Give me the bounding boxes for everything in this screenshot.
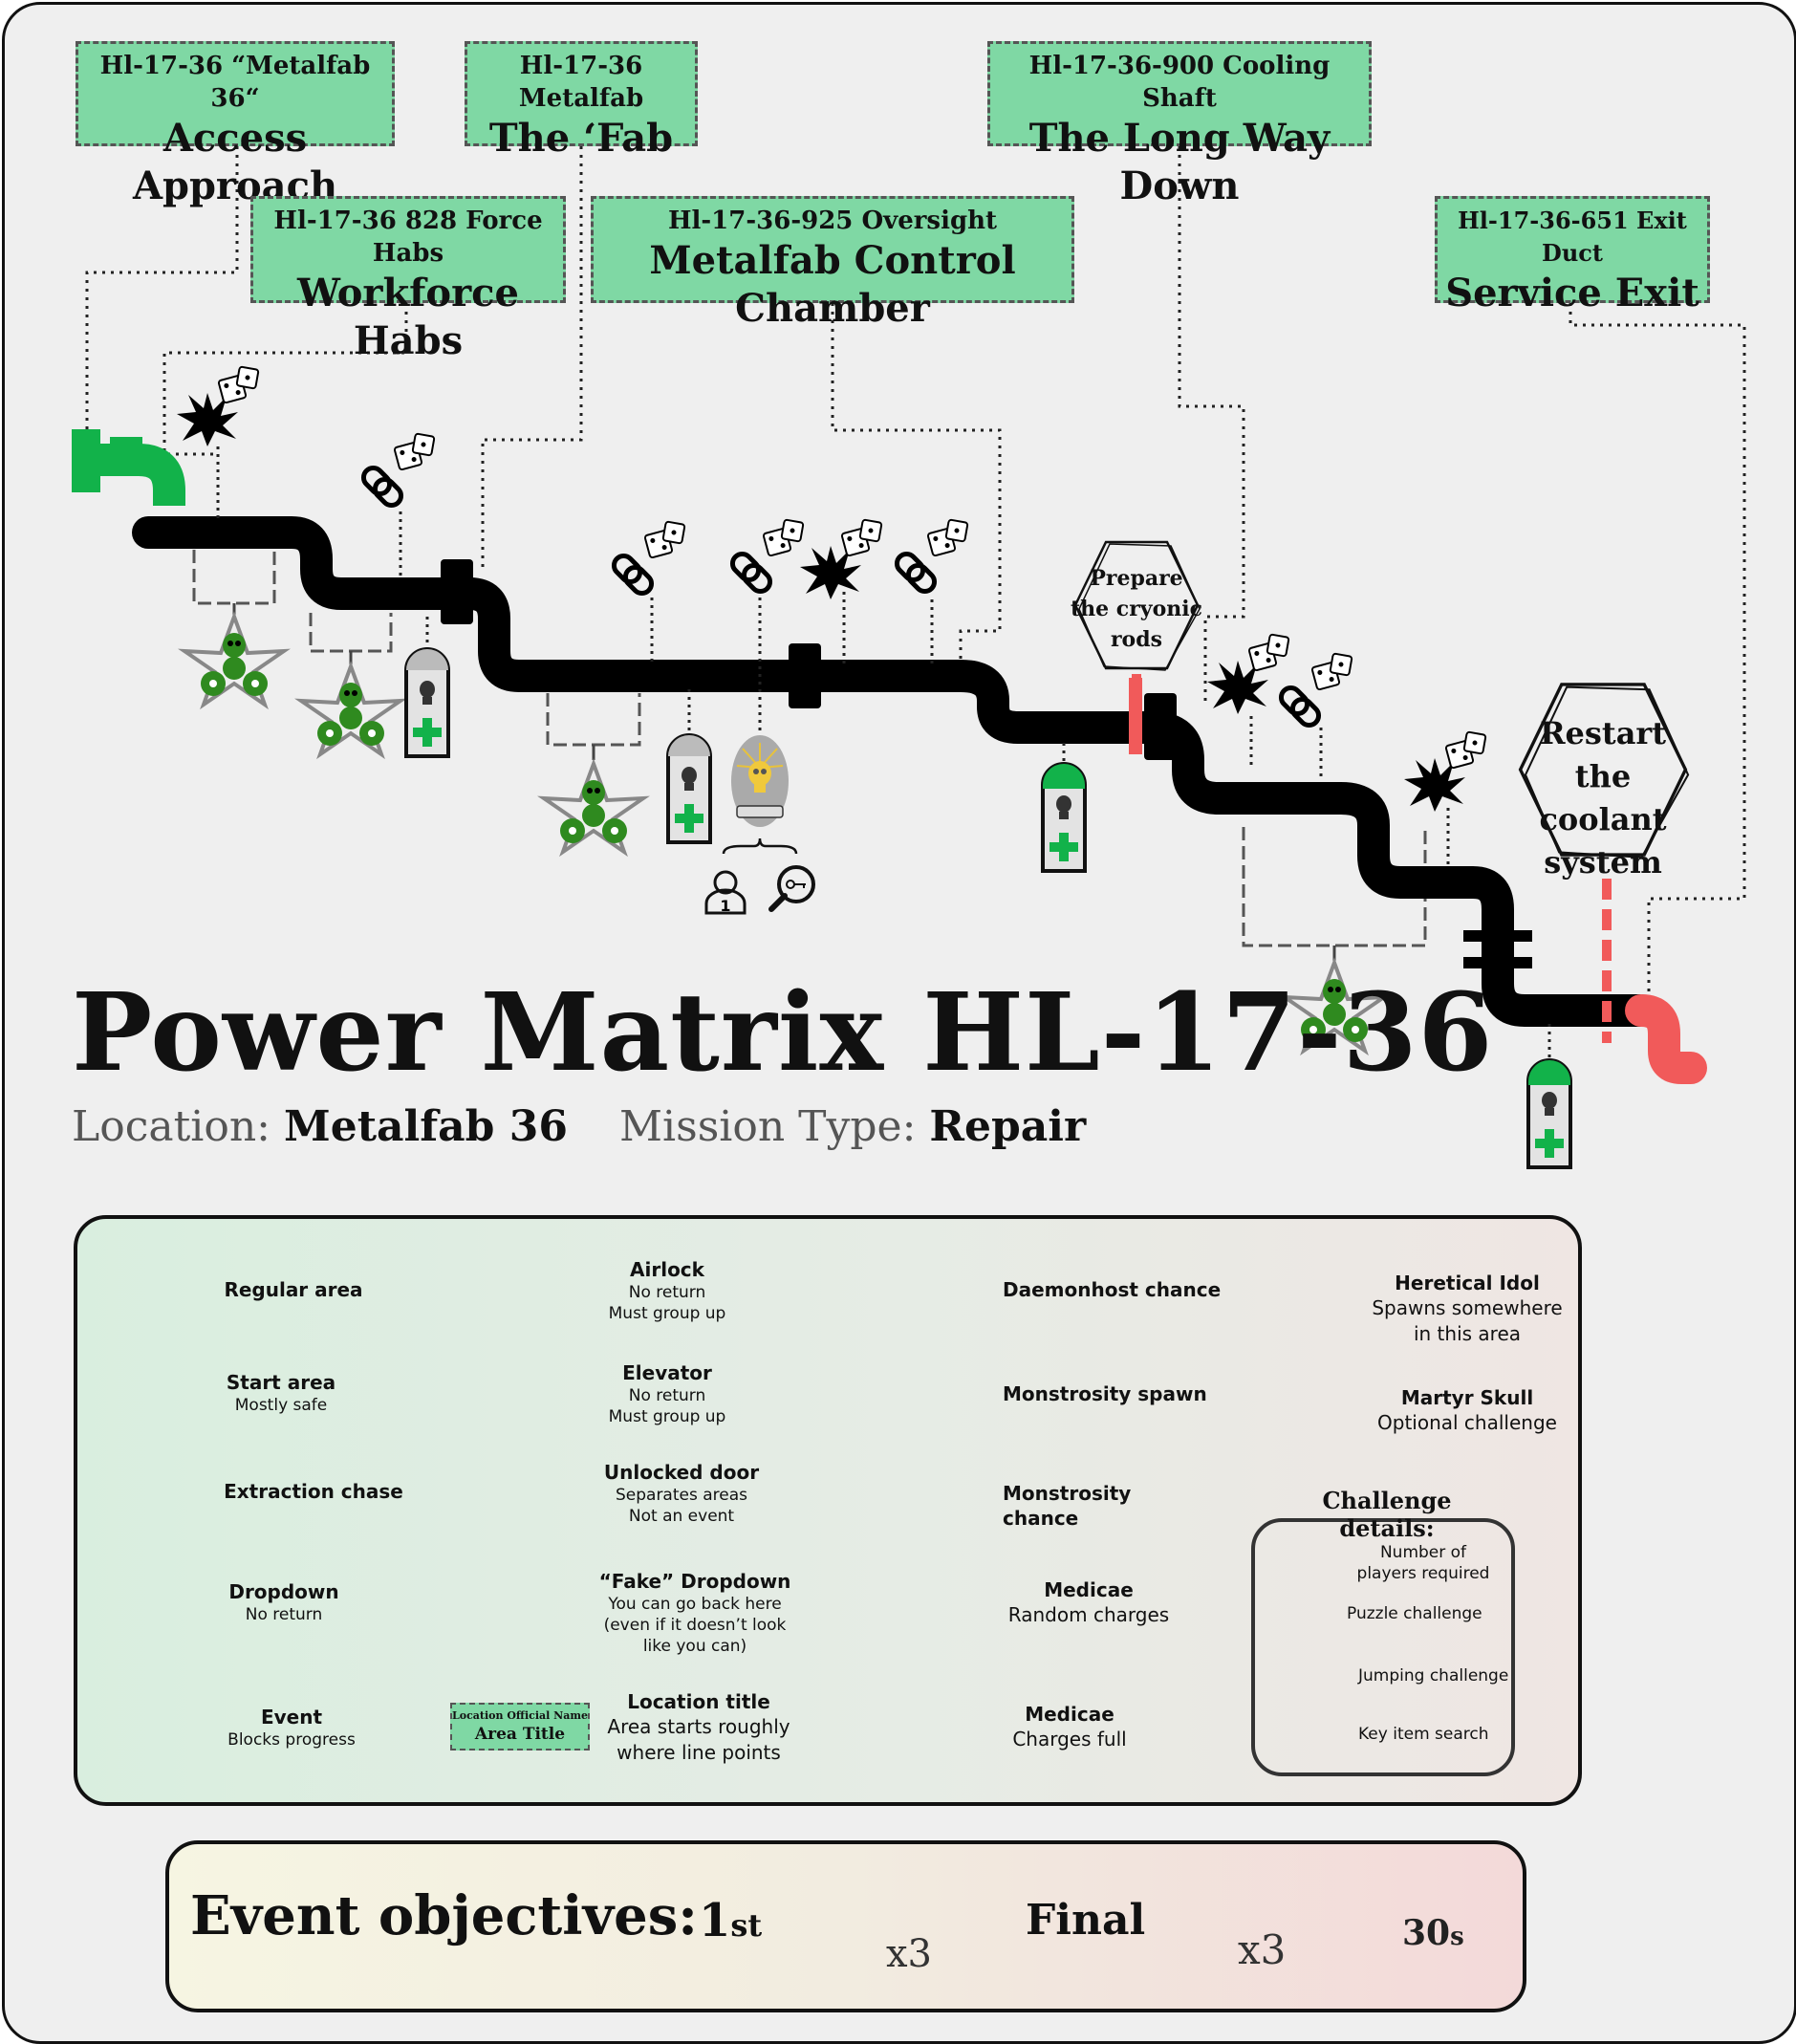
unlocked-door-marker	[441, 559, 473, 624]
daemonhost-chance-icon	[610, 521, 684, 597]
mission-type-value: Repair	[929, 1102, 1087, 1151]
daemonhost-chance-icon	[728, 519, 803, 595]
start-area-path	[87, 444, 185, 506]
location-title-workforce-habs: Hl-17-36 828 Force Habs Workforce Habs	[250, 196, 566, 363]
daemonhost-chance-icon	[1277, 653, 1352, 728]
legend-airlock: Airlock No return Must group up	[608, 1258, 726, 1323]
legend-regular-area: Regular area	[224, 1278, 363, 1301]
first-objective-multiplier: x3	[886, 1932, 933, 1976]
location-official-name: Hl-17-36-925 Oversight	[667, 207, 998, 235]
challenge-players-required: Number of players required	[1356, 1543, 1490, 1583]
legend-fake-dropdown: “Fake” Dropdown You can go back here (ev…	[598, 1570, 791, 1656]
location-title-access-approach: Hl-17-36 “Metalfab 36“ Access Approach	[76, 41, 395, 208]
medicae-full-icon	[1526, 1058, 1572, 1169]
medicae-full-icon	[1041, 762, 1087, 873]
idol-bracket-stems	[232, 603, 1336, 961]
legend-event: Event Blocks progress	[227, 1706, 356, 1750]
location-official-name: Hl-17-36 828 Force Habs	[273, 207, 543, 268]
location-area-name: The Long Way Down	[1028, 116, 1331, 208]
martyr-skull-icon	[730, 734, 790, 828]
monstrosity-chance-icon	[1207, 634, 1289, 714]
monstrosity-chance-icon	[177, 366, 259, 446]
legend-location-title-icon: Location Official Name Area Title	[450, 1703, 590, 1750]
legend-daemonhost-chance: Daemonhost chance	[1003, 1278, 1222, 1301]
medicae-random-icon	[666, 733, 712, 844]
legend-monstrosity-chance: Monstrosity chance	[1003, 1482, 1132, 1530]
final-objective-label: Final	[1026, 1896, 1146, 1945]
legend-extraction-chase: Extraction chase	[224, 1480, 403, 1503]
monstrosity-chance-icon	[1404, 731, 1486, 812]
challenge-jumping: Jumping challenge	[1358, 1666, 1509, 1685]
event-objectives-bar	[165, 1840, 1526, 2012]
mission-type-label: Mission Type:	[619, 1102, 917, 1151]
challenge-details-title: Challenge details:	[1322, 1487, 1452, 1542]
unlocked-door-marker	[789, 643, 821, 708]
players-required-count: 1	[720, 897, 730, 915]
location-official-name: Hl-17-36 “Metalfab 36“	[99, 52, 371, 113]
timer-value: 30s	[1402, 1913, 1464, 1953]
location-title-the-fab: Hl-17-36 Metalfab The ‘Fab	[465, 41, 698, 161]
start-area-door	[72, 429, 100, 492]
challenge-puzzle: Puzzle challenge	[1347, 1604, 1482, 1623]
door-markers	[441, 559, 1177, 760]
location-area-name: Service Exit	[1445, 271, 1699, 315]
legend-elevator: Elevator No return Must group up	[608, 1361, 726, 1426]
heretical-idol-icon	[542, 762, 645, 854]
location-value: Metalfab 36	[284, 1102, 568, 1151]
legend-monstrosity-spawn: Monstrosity spawn	[1003, 1382, 1207, 1405]
legend-medicae-random: Medicae Random charges	[1007, 1578, 1170, 1626]
location-title-long-way-down: Hl-17-36-900 Cooling Shaft The Long Way …	[987, 41, 1372, 208]
legend-martyr-skull: Martyr Skull Optional challenge	[1377, 1386, 1557, 1434]
location-official-name: Hl-17-36 Metalfab	[518, 52, 644, 113]
event-objectives-label: Event objectives:	[190, 1884, 698, 1947]
challenge-key-item-search: Key item search	[1358, 1725, 1489, 1744]
daemonhost-chance-icon	[893, 519, 967, 595]
location-official-name: Hl-17-36-651 Exit Duct	[1458, 207, 1687, 267]
map-title: Power Matrix HL-17-36	[72, 970, 1494, 1096]
first-objective-number: 1st	[699, 1894, 763, 1947]
extraction-path	[1625, 994, 1707, 1084]
legend-location-title: Location title Area starts roughly where…	[607, 1690, 790, 1764]
unlocked-door-marker	[1144, 693, 1177, 760]
location-official-name: Hl-17-36-900 Cooling Shaft	[1028, 52, 1331, 113]
title-leader-lines	[85, 146, 1746, 1013]
event-prepare-cryonic-rods: Prepare the cryonic rods	[1070, 566, 1202, 652]
legend-dropdown: Dropdown No return	[228, 1580, 339, 1624]
skull-challenge-brace	[722, 837, 798, 855]
location-area-name: The ‘Fab	[488, 116, 674, 161]
location-area-name: Metalfab Control Chamber	[649, 238, 1016, 331]
legend-panel	[74, 1215, 1582, 1806]
challenge-details-box	[1251, 1518, 1515, 1776]
event-restart-coolant-system: Restart the coolant system	[1539, 715, 1667, 881]
medicae-random-icon	[404, 647, 450, 758]
daemonhost-chance-icon	[359, 433, 434, 509]
location-title-service-exit: Hl-17-36-651 Exit Duct Service Exit	[1435, 196, 1710, 315]
final-objective-multiplier: x3	[1238, 1926, 1287, 1973]
legend-start-area: Start area Mostly safe	[226, 1371, 336, 1415]
elevator-marker	[1463, 930, 1532, 968]
location-area-name: Workforce Habs	[297, 271, 519, 363]
regular-area-path	[132, 516, 1657, 1027]
heretical-idol-icon	[299, 664, 402, 756]
monstrosity-chance-icon	[800, 519, 882, 599]
legend-unlocked-door: Unlocked door Separates areas Not an eve…	[603, 1461, 760, 1526]
map-meta: Location: Metalfab 36 Mission Type: Repa…	[72, 1102, 1124, 1151]
location-label: Location:	[72, 1102, 270, 1151]
key-search-icon	[771, 867, 813, 909]
location-title-control-chamber: Hl-17-36-925 Oversight Metalfab Control …	[591, 196, 1074, 331]
legend-heretical-idol: Heretical Idol Spawns somewhere in this …	[1372, 1272, 1563, 1345]
heretical-idol-icon	[183, 615, 286, 707]
legend-medicae-full: Medicae Charges full	[1012, 1703, 1127, 1750]
